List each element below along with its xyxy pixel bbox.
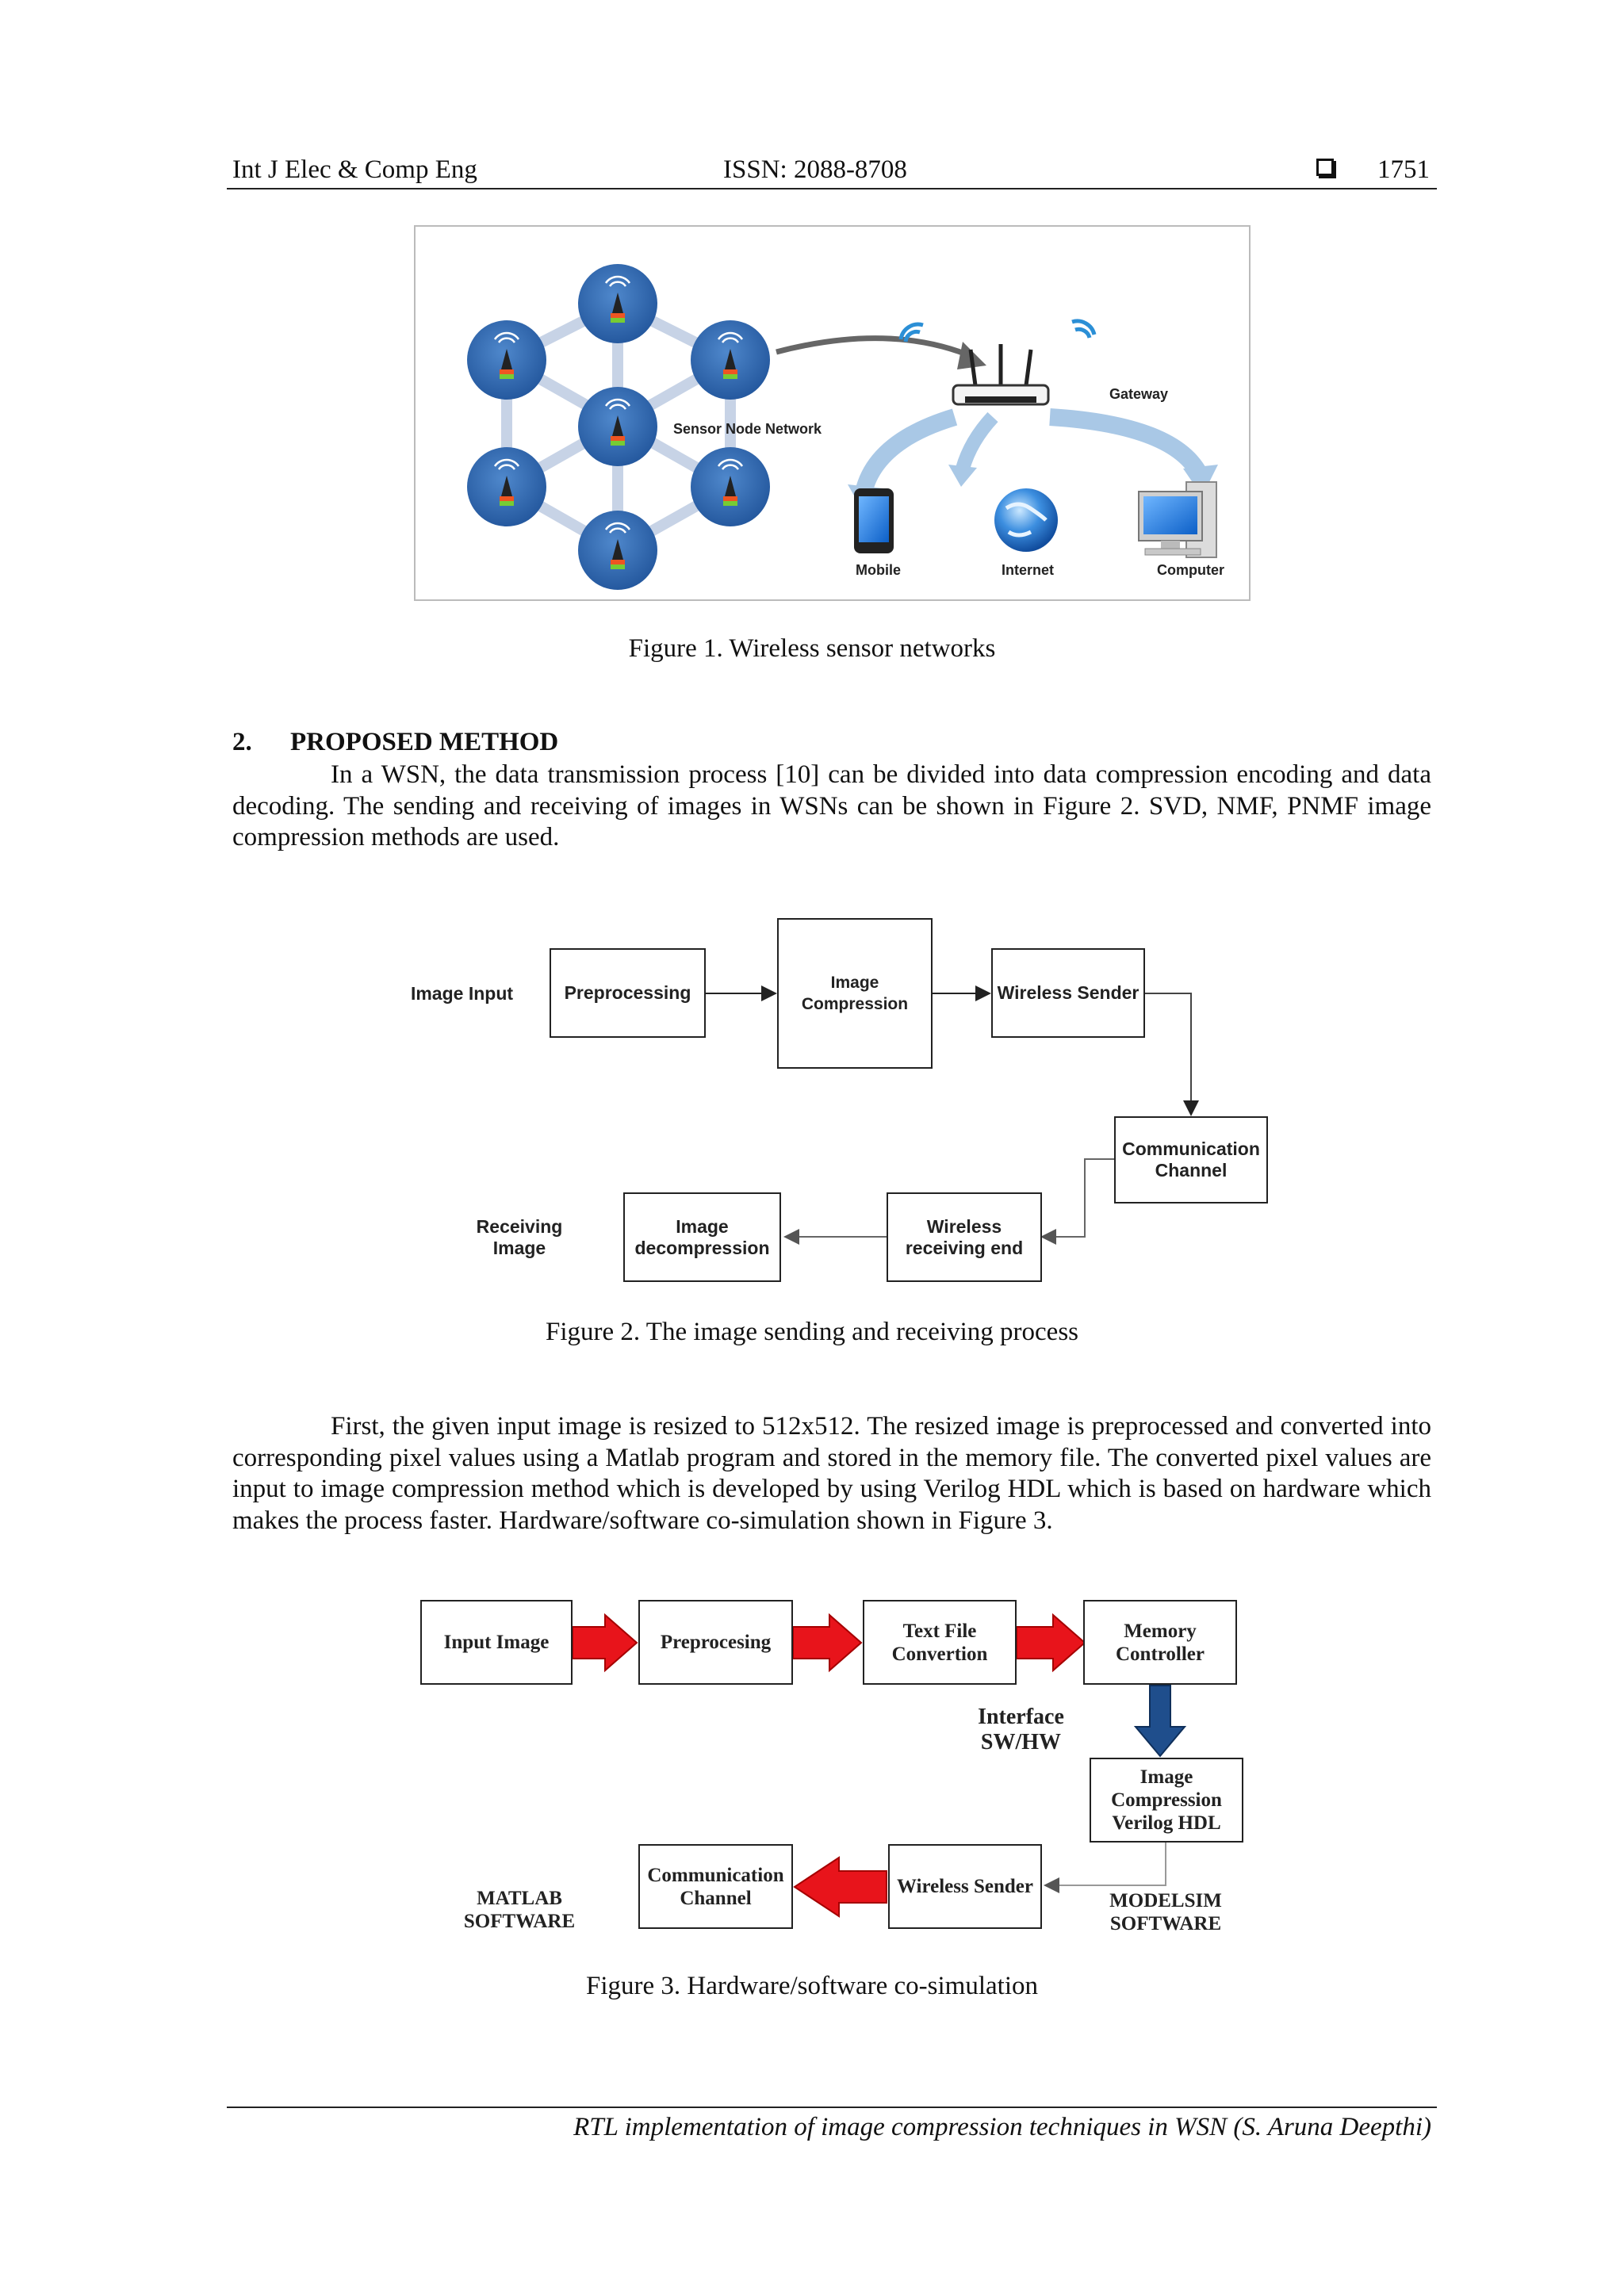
wireless-sender-box: Wireless Sender (991, 948, 1145, 1038)
wireless-sender-label: Wireless Sender (997, 982, 1139, 1003)
compression-label-1: Image (1139, 1766, 1193, 1788)
matlab-line-2: SOFTWARE (463, 1911, 576, 1932)
issn: ISSN: 2088-8708 (723, 155, 907, 184)
red-arrow-2 (792, 1613, 863, 1673)
receiving-image-line-1: Receiving (476, 1216, 563, 1237)
wireless-sender-label-fig3: Wireless Sender (897, 1876, 1033, 1897)
input-image-box: Input Image (420, 1600, 573, 1685)
comm-label-2: Channel (680, 1887, 752, 1909)
interface-line-1: Interface (978, 1705, 1064, 1729)
red-arrow-left (793, 1856, 887, 1918)
footer-rule (227, 2107, 1437, 2108)
label-gateway: Gateway (1109, 386, 1169, 402)
receiving-image-line-2: Image (492, 1238, 546, 1258)
wireless-sender-box-fig3: Wireless Sender (888, 1844, 1042, 1929)
figure1-frame: Sensor Node Network Gateway Mobile Inter… (414, 225, 1251, 601)
figure1-caption: Figure 1. Wireless sensor networks (628, 634, 996, 663)
communication-channel-label-2: Channel (1155, 1160, 1228, 1181)
memory-label-1: Memory (1124, 1620, 1197, 1642)
label-internet: Internet (1002, 562, 1055, 578)
image-decompression-label-1: Image (676, 1215, 729, 1237)
label-mobile: Mobile (856, 562, 901, 578)
image-compression-label-2: Compression (801, 995, 909, 1013)
label-image-input: Image Input (410, 983, 514, 1004)
interface-line-2: SW/HW (980, 1730, 1062, 1755)
section-number: 2. (232, 728, 252, 756)
journal-name: Int J Elec & Comp Eng (232, 155, 477, 184)
input-image-label: Input Image (443, 1632, 550, 1653)
red-arrow-1 (572, 1613, 638, 1673)
matlab-line-1: MATLAB (477, 1888, 562, 1909)
square-icon (1316, 159, 1334, 176)
paragraph-2: First, the given input image is resized … (232, 1412, 1431, 1535)
compression-label-3: Verilog HDL (1112, 1812, 1221, 1834)
preprocesing-box: Preprocesing (638, 1600, 793, 1685)
blue-down-arrow (1133, 1685, 1187, 1758)
header-rule (227, 188, 1437, 189)
comm-label-1: Communication (647, 1864, 784, 1886)
figure2-caption: Figure 2. The image sending and receivin… (545, 1318, 1079, 1346)
section-title: PROPOSED METHOD (290, 728, 559, 756)
preprocessing-label: Preprocessing (564, 982, 691, 1003)
figure3-caption: Figure 3. Hardware/software co-simulatio… (586, 1972, 1038, 2000)
image-compression-label-1: Image (830, 974, 879, 992)
section-paragraph: In a WSN, the data transmission process … (232, 760, 1431, 851)
preprocessing-box: Preprocessing (550, 948, 706, 1038)
modelsim-line-2: SOFTWARE (1109, 1913, 1222, 1934)
communication-channel-label-1: Communication (1122, 1138, 1260, 1159)
memory-label-2: Controller (1115, 1643, 1205, 1665)
modelsim-line-1: MODELSIM (1109, 1890, 1222, 1911)
label-computer: Computer (1157, 562, 1224, 578)
label-sensor-network: Sensor Node Network (673, 421, 822, 437)
wsn-illustration (467, 264, 1218, 590)
text-file-label-1: Text File (902, 1620, 977, 1642)
image-decompression-label-2: decompression (634, 1237, 770, 1258)
page-number: 1751 (1377, 155, 1430, 184)
compression-label-2: Compression (1111, 1789, 1222, 1811)
red-arrow-3 (1016, 1613, 1086, 1673)
preprocesing-label: Preprocesing (660, 1632, 772, 1653)
wireless-receiving-label-1: Wireless (926, 1215, 1002, 1237)
text-file-label-2: Convertion (891, 1643, 988, 1665)
wireless-receiving-label-2: receiving end (905, 1237, 1024, 1258)
footer-text: RTL implementation of image compression … (573, 2113, 1431, 2141)
